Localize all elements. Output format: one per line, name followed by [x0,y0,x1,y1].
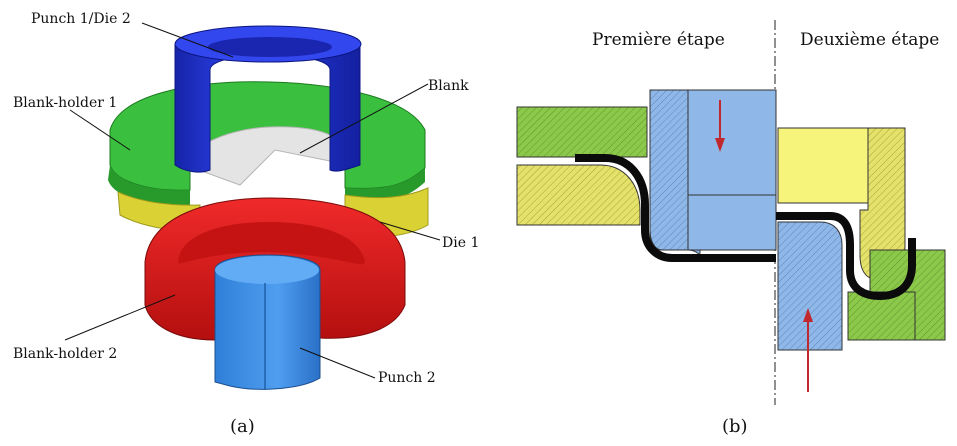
punch-2-part [214,254,321,390]
arrow-up-step-2 [803,308,813,392]
sheet-right [776,212,916,300]
panel-a-illustration: Punch 1/Die 2 Blank Blank-holder 1 Die 1… [13,11,479,437]
label-punch1-die2: Punch 1/Die 2 [31,11,131,27]
title-step-2: Deuxième étape [800,30,939,50]
label-blank-holder-2: Blank-holder 2 [13,346,117,362]
caption-b: (b) [722,416,748,437]
label-blank-holder-1: Blank-holder 1 [13,95,117,111]
punch-2-section-right [777,221,843,351]
die-1-section-left [516,164,641,226]
punch-1-die-2-part [174,25,362,173]
punch-1-die-2-section-right [777,127,869,204]
blank-holder-2-part [144,197,406,341]
label-punch-2: Punch 2 [378,370,436,386]
blank-holder-1-section-left [516,106,648,158]
label-die-1: Die 1 [442,235,479,251]
caption-a: (a) [230,416,255,437]
leader-lines [64,22,441,379]
label-blank: Blank [428,78,469,94]
title-step-1: Première étape [592,30,725,50]
panel-b-illustration: Première étape Deuxième étape (b) [516,20,946,437]
sheet-left [575,154,776,262]
arrow-down-step-1 [715,100,725,152]
